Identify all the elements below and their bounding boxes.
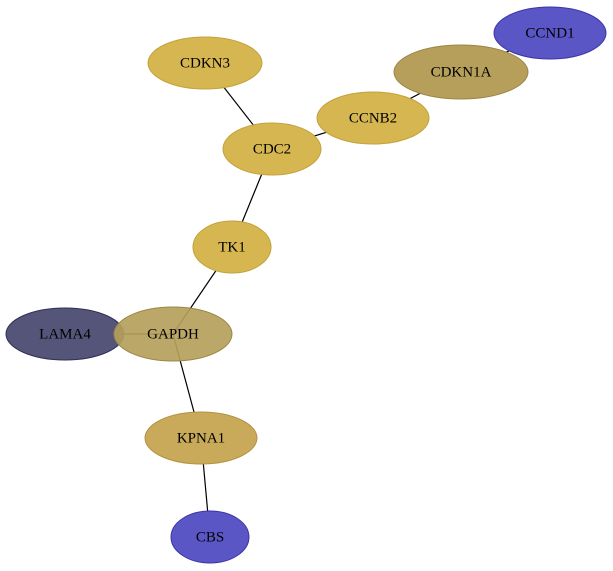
node-cbs-shape <box>170 510 250 564</box>
node-cdkn1a-shape <box>393 44 529 100</box>
node-cdc2-shape <box>222 122 322 176</box>
node-cdc2-label: CDC2 <box>253 141 291 157</box>
node-ccnd1-label: CCND1 <box>525 25 574 41</box>
node-kpna1[interactable]: KPNA1 <box>144 411 258 465</box>
node-lama4-label: LAMA4 <box>39 326 91 342</box>
node-tk1-label: TK1 <box>218 239 246 255</box>
node-ccnb2-shape <box>316 91 430 145</box>
node-cdkn1a-label: CDKN1A <box>431 64 492 80</box>
node-tk1-shape <box>192 220 272 274</box>
node-ccnb2-label: CCNB2 <box>349 110 397 126</box>
node-kpna1-shape <box>144 411 258 465</box>
node-gapdh-shape <box>113 306 233 362</box>
node-cdkn3-shape <box>147 36 263 90</box>
node-cbs[interactable]: CBS <box>170 510 250 564</box>
node-cdkn1a[interactable]: CDKN1A <box>393 44 529 100</box>
node-cdkn3-label: CDKN3 <box>180 55 230 71</box>
node-ccnb2[interactable]: CCNB2 <box>316 91 430 145</box>
node-kpna1-label: KPNA1 <box>177 430 225 446</box>
node-ccnd1[interactable]: CCND1 <box>493 6 607 60</box>
node-cbs-label: CBS <box>196 529 224 545</box>
node-cdc2[interactable]: CDC2 <box>222 122 322 176</box>
edges-layer <box>65 32 551 538</box>
node-gapdh-label: GAPDH <box>147 326 199 342</box>
node-cdkn3[interactable]: CDKN3 <box>147 36 263 90</box>
node-lama4[interactable]: LAMA4 <box>5 307 125 361</box>
node-gapdh[interactable]: GAPDH <box>113 306 233 362</box>
node-tk1[interactable]: TK1 <box>192 220 272 274</box>
node-ccnd1-shape <box>493 6 607 60</box>
